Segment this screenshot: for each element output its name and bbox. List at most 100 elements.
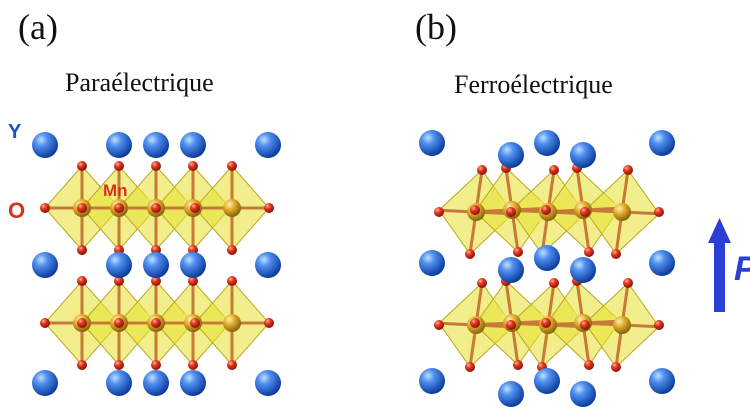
paraelectric-structure bbox=[32, 132, 281, 396]
yttrium-atom bbox=[143, 252, 169, 278]
yttrium-atom bbox=[534, 245, 560, 271]
yttrium-atom bbox=[419, 130, 445, 156]
oxygen-atom bbox=[114, 276, 124, 286]
oxygen-atom bbox=[151, 360, 161, 370]
panel-b-title: Ferroélectrique bbox=[454, 70, 613, 99]
oxygen-atom bbox=[506, 320, 516, 330]
panel-a-letter: (a) bbox=[18, 7, 58, 47]
oxygen-atom bbox=[188, 161, 198, 171]
oxygen-atom bbox=[654, 207, 664, 217]
oxygen-atom bbox=[580, 207, 590, 217]
oxygen-atom bbox=[227, 245, 237, 255]
yttrium-atom bbox=[143, 132, 169, 158]
ferroelectric-structure bbox=[419, 130, 675, 407]
oxygen-atom bbox=[114, 318, 124, 328]
oxygen-atom bbox=[611, 362, 621, 372]
yttrium-atom bbox=[419, 250, 445, 276]
oxygen-atom bbox=[477, 278, 487, 288]
oxygen-atom bbox=[151, 276, 161, 286]
oxygen-atom bbox=[114, 203, 124, 213]
yttrium-atom bbox=[255, 132, 281, 158]
yttrium-atom bbox=[649, 368, 675, 394]
yttrium-label: Y bbox=[8, 121, 22, 143]
arrow-head bbox=[708, 218, 731, 243]
yttrium-atom bbox=[106, 132, 132, 158]
oxygen-atom bbox=[264, 318, 274, 328]
manganese-label: Mn bbox=[103, 181, 128, 200]
yttrium-atom bbox=[143, 370, 169, 396]
oxygen-atom bbox=[623, 165, 633, 175]
oxygen-atom bbox=[549, 165, 559, 175]
oxygen-atom bbox=[227, 161, 237, 171]
oxygen-atom bbox=[506, 207, 516, 217]
manganese-atom bbox=[223, 199, 241, 217]
oxygen-atom bbox=[190, 318, 200, 328]
yttrium-atom bbox=[649, 130, 675, 156]
panel-a-title: Paraélectrique bbox=[65, 68, 214, 97]
manganese-atom bbox=[613, 316, 631, 334]
oxygen-atom bbox=[151, 203, 161, 213]
oxygen-atom bbox=[623, 278, 633, 288]
yttrium-atom bbox=[32, 370, 58, 396]
yttrium-atom bbox=[180, 132, 206, 158]
oxygen-atom bbox=[227, 360, 237, 370]
oxygen-atom bbox=[465, 249, 475, 259]
oxygen-atom bbox=[77, 245, 87, 255]
oxygen-atom bbox=[541, 205, 551, 215]
oxygen-atom bbox=[584, 247, 594, 257]
oxygen-atom bbox=[77, 360, 87, 370]
yttrium-atom bbox=[106, 252, 132, 278]
oxygen-atom bbox=[541, 318, 551, 328]
oxygen-atom bbox=[513, 360, 523, 370]
oxygen-atom bbox=[77, 318, 87, 328]
yttrium-atom bbox=[570, 257, 596, 283]
oxygen-atom bbox=[264, 203, 274, 213]
oxygen-atom bbox=[470, 318, 480, 328]
yttrium-atom bbox=[498, 142, 524, 168]
oxygen-atom bbox=[40, 203, 50, 213]
oxygen-atom bbox=[465, 362, 475, 372]
oxygen-atom bbox=[654, 320, 664, 330]
oxygen-atom bbox=[77, 276, 87, 286]
arrow-shaft bbox=[714, 240, 725, 312]
oxygen-atom bbox=[477, 165, 487, 175]
yttrium-atom bbox=[419, 368, 445, 394]
yttrium-atom bbox=[180, 370, 206, 396]
oxygen-atom bbox=[611, 249, 621, 259]
oxygen-atom bbox=[188, 276, 198, 286]
yttrium-atom bbox=[498, 381, 524, 407]
element-labels: Y O Mn bbox=[8, 121, 128, 223]
oxygen-atom bbox=[114, 161, 124, 171]
oxygen-label: O bbox=[8, 198, 25, 223]
yttrium-atom bbox=[32, 132, 58, 158]
oxygen-atom bbox=[190, 203, 200, 213]
oxygen-atom bbox=[584, 360, 594, 370]
manganese-atom bbox=[613, 203, 631, 221]
oxygen-atom bbox=[114, 360, 124, 370]
yttrium-atom bbox=[255, 252, 281, 278]
oxygen-atom bbox=[513, 247, 523, 257]
yttrium-atom bbox=[534, 368, 560, 394]
yttrium-atom bbox=[534, 130, 560, 156]
yttrium-atom bbox=[649, 250, 675, 276]
polarization-arrow: P bbox=[708, 218, 750, 312]
panel-b-letter: (b) bbox=[415, 7, 457, 47]
oxygen-atom bbox=[549, 278, 559, 288]
yttrium-atom bbox=[498, 257, 524, 283]
yttrium-atom bbox=[32, 252, 58, 278]
oxygen-atom bbox=[151, 318, 161, 328]
yttrium-atom bbox=[106, 370, 132, 396]
oxygen-atom bbox=[77, 203, 87, 213]
oxygen-atom bbox=[151, 161, 161, 171]
oxygen-atom bbox=[470, 205, 480, 215]
oxygen-atom bbox=[77, 161, 87, 171]
oxygen-atom bbox=[227, 276, 237, 286]
yttrium-atom bbox=[570, 142, 596, 168]
oxygen-atom bbox=[434, 207, 444, 217]
manganese-atom bbox=[223, 314, 241, 332]
oxygen-atom bbox=[434, 320, 444, 330]
yttrium-atom bbox=[255, 370, 281, 396]
oxygen-atom bbox=[188, 360, 198, 370]
yttrium-atom bbox=[180, 252, 206, 278]
